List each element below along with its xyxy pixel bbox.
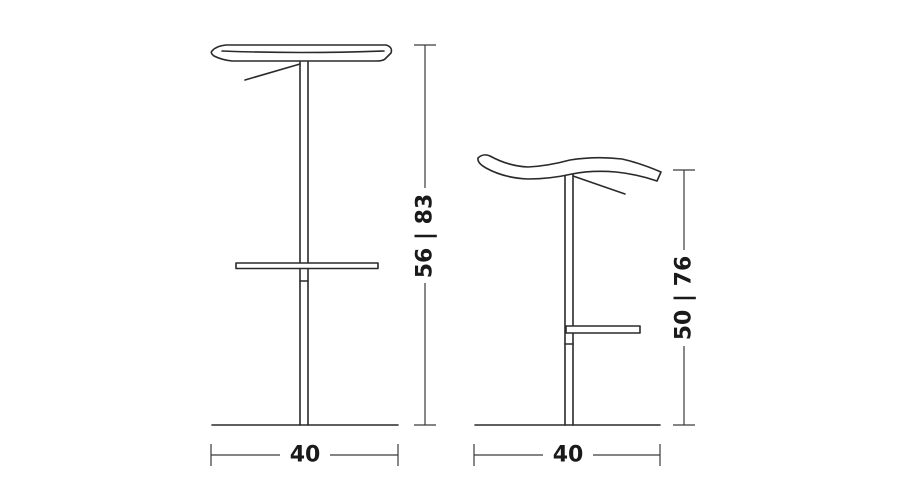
counter-stool-width-label: 40 bbox=[553, 443, 584, 468]
bar-stool-column bbox=[299, 61, 309, 426]
counter-stool-column bbox=[564, 171, 574, 426]
counter-stool-seat-brace bbox=[572, 175, 626, 195]
counter-stool-seat bbox=[477, 154, 662, 182]
bar-stool-drawing bbox=[210, 44, 399, 426]
counter-stool-footrest bbox=[565, 325, 641, 334]
counter-stool-drawing bbox=[474, 154, 662, 426]
bar-stool-width-label: 40 bbox=[290, 443, 321, 468]
counter-stool-width-dimension: 40 bbox=[473, 443, 661, 468]
counter-stool-height-label: 50 | 76 bbox=[672, 256, 697, 341]
bar-stool-height-label: 56 | 83 bbox=[413, 194, 438, 279]
bar-stool-width-dimension: 40 bbox=[210, 443, 399, 468]
counter-stool-height-dimension: 50 | 76 bbox=[672, 169, 697, 426]
bar-stool-seat-brace bbox=[244, 63, 301, 81]
bar-stool-height-dimension: 56 | 83 bbox=[413, 44, 438, 426]
bar-stool-footrest bbox=[235, 262, 379, 270]
